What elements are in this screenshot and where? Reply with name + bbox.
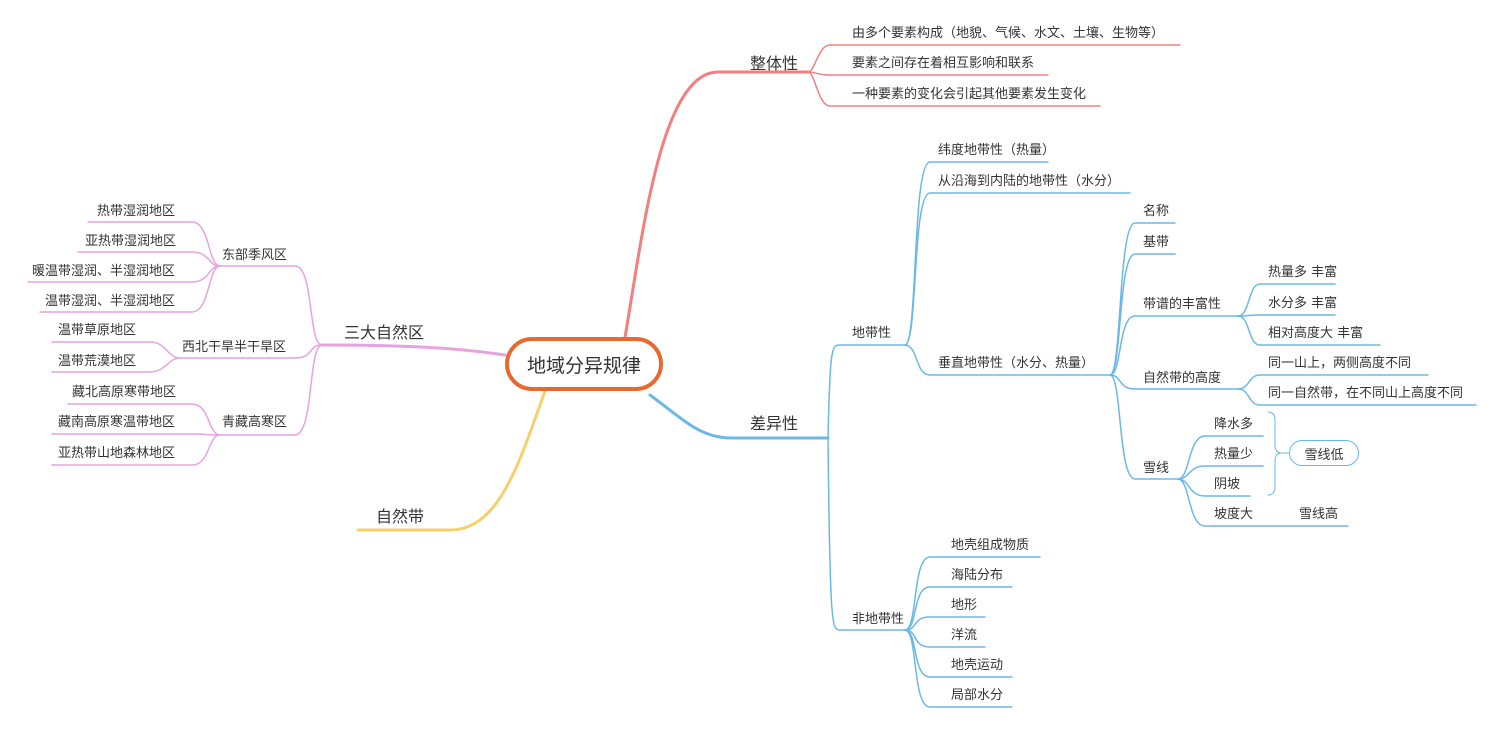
xibei-item-2[interactable]: 温带荒漠地区 xyxy=(58,354,137,369)
topic-chayi[interactable]: 差异性 xyxy=(750,414,799,433)
topic-xuexian[interactable]: 雪线 xyxy=(1143,461,1170,476)
brace-line xyxy=(1267,411,1283,496)
topic-weidu[interactable]: 纬度地带性（热量） xyxy=(938,143,1056,158)
root-topic[interactable]: 地域分异规律 xyxy=(505,337,663,391)
xuexian-callout[interactable]: 雪线低 xyxy=(1289,440,1359,466)
branch-line-chayi xyxy=(648,393,830,440)
dongbu-item-1[interactable]: 热带湿润地区 xyxy=(97,204,176,219)
topic-gaodu[interactable]: 自然带的高度 xyxy=(1143,371,1222,386)
topic-fengfu[interactable]: 带谱的丰富性 xyxy=(1143,297,1222,312)
topic-qingzang[interactable]: 青藏高寒区 xyxy=(222,415,288,430)
zhengti-item-3[interactable]: 一种要素的变化会引起其他要素发生变化 xyxy=(852,87,1087,102)
branch-line-sanda xyxy=(320,343,507,357)
branch-line-zhengti xyxy=(623,70,810,339)
xuexian-podu[interactable]: 坡度大 xyxy=(1214,507,1254,522)
qingzang-item-2[interactable]: 藏南高原寒温带地区 xyxy=(58,415,176,430)
feididai-item-5[interactable]: 地壳运动 xyxy=(951,658,1004,673)
topic-xibei[interactable]: 西北干旱半干旱区 xyxy=(182,340,287,355)
xuexian-item-3[interactable]: 阴坡 xyxy=(1214,477,1241,492)
topic-chuizhi[interactable]: 垂直地带性（水分、热量） xyxy=(938,356,1095,371)
xuexian-podu-result[interactable]: 雪线高 xyxy=(1299,507,1339,522)
xuexian-item-1[interactable]: 降水多 xyxy=(1214,417,1254,432)
topic-didai[interactable]: 地带性 xyxy=(852,326,892,341)
topic-dongbu[interactable]: 东部季风区 xyxy=(222,248,288,263)
topic-ziran[interactable]: 自然带 xyxy=(376,507,425,526)
feididai-item-1[interactable]: 地壳组成物质 xyxy=(951,538,1030,553)
gaodu-item-2[interactable]: 同一自然带，在不同山上高度不同 xyxy=(1268,386,1464,401)
feididai-item-3[interactable]: 地形 xyxy=(951,598,978,613)
gaodu-item-1[interactable]: 同一山上，两侧高度不同 xyxy=(1268,356,1412,371)
dongbu-item-4[interactable]: 温带湿润、半湿润地区 xyxy=(45,294,176,309)
dongbu-item-3[interactable]: 暖温带湿润、半湿润地区 xyxy=(32,264,176,279)
zhengti-item-1[interactable]: 由多个要素构成（地貌、气候、水文、土壤、生物等） xyxy=(852,26,1165,41)
topic-mingcheng[interactable]: 名称 xyxy=(1143,204,1170,219)
qingzang-item-1[interactable]: 藏北高原寒带地区 xyxy=(72,385,177,400)
branch-line-ziran xyxy=(356,389,547,532)
xibei-item-1[interactable]: 温带草原地区 xyxy=(58,323,137,338)
zhengti-item-2[interactable]: 要素之间存在着相互影响和联系 xyxy=(852,56,1035,71)
feididai-item-2[interactable]: 海陆分布 xyxy=(951,568,1004,583)
dongbu-item-2[interactable]: 亚热带湿润地区 xyxy=(85,234,177,249)
topic-yanhai[interactable]: 从沿海到内陆的地带性（水分） xyxy=(938,174,1121,189)
feididai-item-6[interactable]: 局部水分 xyxy=(951,688,1004,703)
qingzang-item-3[interactable]: 亚热带山地森林地区 xyxy=(58,446,176,461)
fengfu-item-2[interactable]: 水分多 丰富 xyxy=(1268,296,1338,311)
feididai-item-4[interactable]: 洋流 xyxy=(951,628,978,643)
topic-feididai[interactable]: 非地带性 xyxy=(852,612,905,627)
topic-zhengti[interactable]: 整体性 xyxy=(750,54,799,73)
fengfu-item-3[interactable]: 相对高度大 丰富 xyxy=(1268,326,1364,341)
xuexian-item-2[interactable]: 热量少 xyxy=(1214,447,1254,462)
topic-sanda[interactable]: 三大自然区 xyxy=(344,323,425,342)
topic-jidai[interactable]: 基带 xyxy=(1143,235,1170,250)
fengfu-item-1[interactable]: 热量多 丰富 xyxy=(1268,265,1338,280)
